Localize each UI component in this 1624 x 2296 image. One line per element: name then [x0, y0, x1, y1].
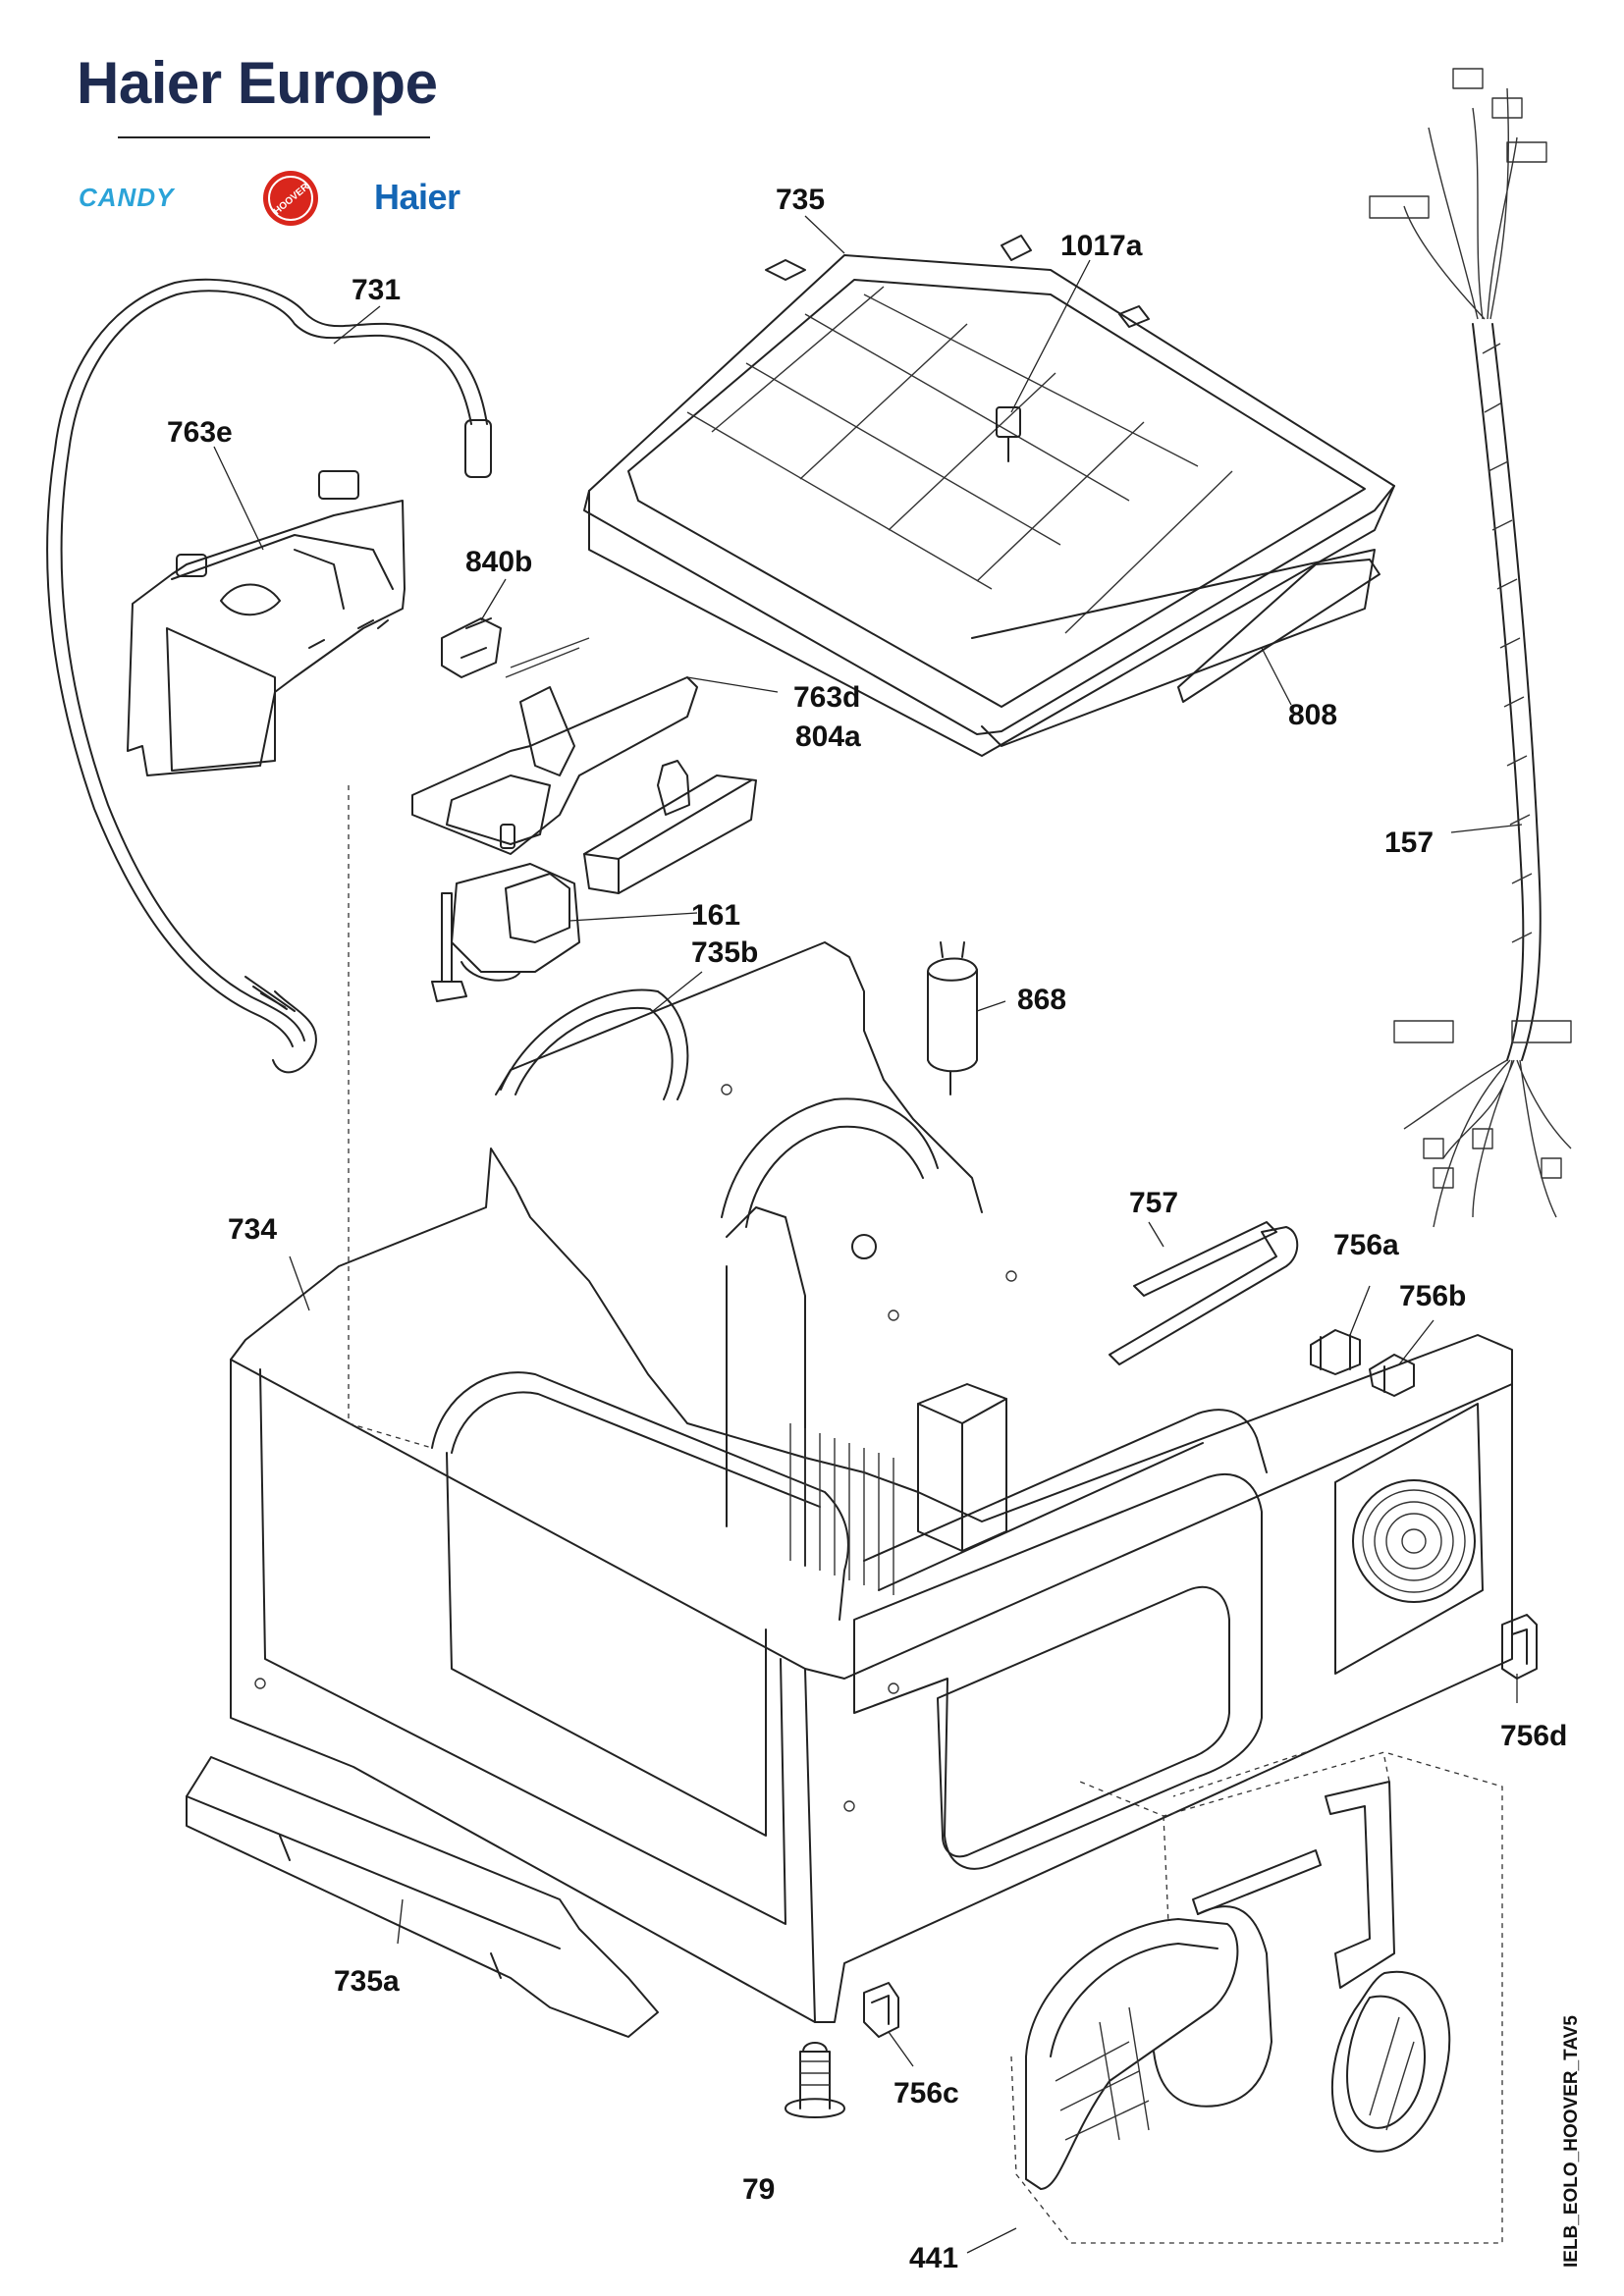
leader-lines	[213, 215, 1523, 2254]
part-735a-cover	[186, 1756, 659, 2038]
candy-logo: CANDY	[79, 183, 175, 212]
part-734-base-frame	[230, 941, 1513, 2023]
label-763d: 763d	[793, 681, 860, 714]
label-735b: 735b	[691, 936, 758, 969]
assembly-guide-lines	[348, 785, 1503, 2244]
label-756a: 756a	[1333, 1229, 1399, 1261]
label-756c: 756c	[893, 2077, 959, 2109]
brand-title: Haier Europe	[77, 50, 438, 116]
label-756b: 756b	[1399, 1280, 1466, 1312]
part-763e-bracket	[127, 470, 406, 776]
label-161: 161	[691, 899, 740, 932]
label-756d: 756d	[1500, 1720, 1567, 1752]
part-157-harness	[1369, 68, 1572, 1228]
label-868: 868	[1017, 984, 1066, 1016]
part-161-pump	[431, 863, 580, 1002]
part-756b-connector	[1369, 1354, 1415, 1397]
label-731: 731	[352, 274, 401, 306]
part-79-foot	[785, 2042, 845, 2118]
part-840b-microswitch	[441, 617, 590, 678]
label-79: 79	[742, 2173, 775, 2206]
part-756a-connector	[1310, 1329, 1361, 1375]
label-735: 735	[776, 184, 825, 216]
label-157: 157	[1384, 827, 1434, 859]
part-735-filter-frame	[583, 235, 1395, 757]
label-734: 734	[228, 1213, 277, 1246]
part-757-seal	[1109, 1221, 1299, 1365]
label-735a: 735a	[334, 1965, 400, 1998]
label-804a: 804a	[795, 721, 861, 753]
part-763d-support	[411, 676, 698, 855]
haier-logo: Haier	[374, 177, 460, 217]
label-757: 757	[1129, 1187, 1178, 1219]
part-868-capacitor	[927, 941, 978, 1095]
part-804a-pump-block	[583, 760, 757, 894]
part-756d-clip	[1501, 1614, 1538, 1680]
part-735b-gasket	[500, 988, 689, 1100]
hoover-logo: HOOVER	[263, 171, 318, 226]
label-1017a: 1017a	[1060, 230, 1143, 262]
part-731-hose	[46, 278, 492, 1074]
label-808: 808	[1288, 699, 1337, 731]
part-756c-clip	[863, 1982, 899, 2038]
header-divider	[118, 136, 430, 138]
part-808-seal	[1177, 559, 1380, 703]
label-441: 441	[909, 2242, 958, 2274]
label-840b: 840b	[465, 546, 532, 578]
label-763e: 763e	[167, 416, 233, 449]
part-441-condenser-cover	[1025, 1781, 1451, 2190]
